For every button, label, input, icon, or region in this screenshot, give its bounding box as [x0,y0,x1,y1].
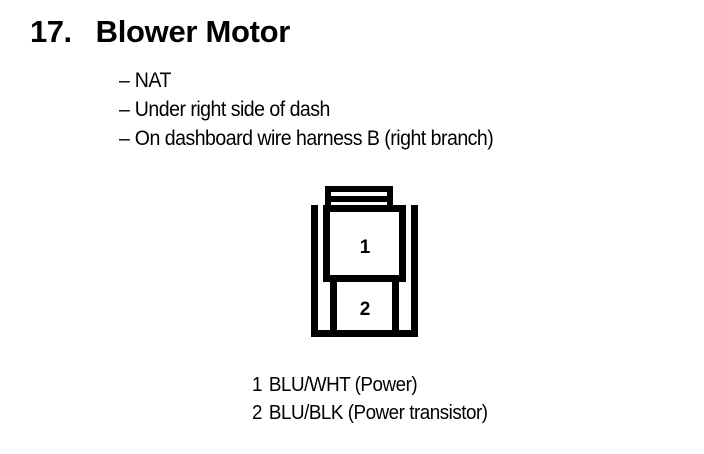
note-item: – Under right side of dash [119,95,640,124]
page-title: 17. Blower Motor [30,16,290,47]
connector-inner-top-wall [323,205,406,212]
connector-terminal-divider [323,275,406,282]
terminal-label-2: 2 [360,299,371,320]
dash-bullet-icon: – [119,98,130,121]
item-number: 17. [30,14,72,49]
note-text: NAT [134,69,172,92]
pin-legend: 1 BLU/WHT (Power) 2 BLU/BLK (Power trans… [252,371,652,427]
connector-diagram: 1 2 [305,180,425,342]
legend-pin-description: BLU/BLK (Power transistor) [268,402,488,424]
connector-svg: 1 2 [311,186,418,337]
dash-bullet-icon: – [119,127,130,150]
notes-list: – NAT – Under right side of dash – On da… [119,66,679,153]
legend-pin-number: 2 [252,402,262,424]
legend-pin-description: BLU/WHT (Power) [268,374,418,396]
connector-locking-tab-icon [325,186,393,206]
title-label: Blower Motor [95,14,291,49]
connector-tab-slot-icon [331,196,387,202]
legend-row: 2 BLU/BLK (Power transistor) [252,399,628,427]
connector-inner-right-wall-lower [392,275,399,337]
note-text: Under right side of dash [134,98,331,121]
note-item: – On dashboard wire harness B (right bra… [119,124,640,153]
legend-pin-number: 1 [252,374,262,396]
connector-inner-left-wall-upper [323,205,330,277]
note-item: – NAT [119,66,640,95]
connector-inner-right-wall-upper [399,205,406,277]
heading-block: 17. Blower Motor – NAT – Under right sid… [0,0,704,160]
connector-inner-left-wall-lower [330,275,337,337]
connector-outer-left-wall [311,205,318,337]
terminal-label-1: 1 [360,237,371,258]
dash-bullet-icon: – [119,69,130,92]
connector-outer-bottom-wall [311,330,418,337]
legend-row: 1 BLU/WHT (Power) [252,371,628,399]
connector-outer-right-wall [411,205,418,337]
note-text: On dashboard wire harness B (right branc… [134,127,494,150]
